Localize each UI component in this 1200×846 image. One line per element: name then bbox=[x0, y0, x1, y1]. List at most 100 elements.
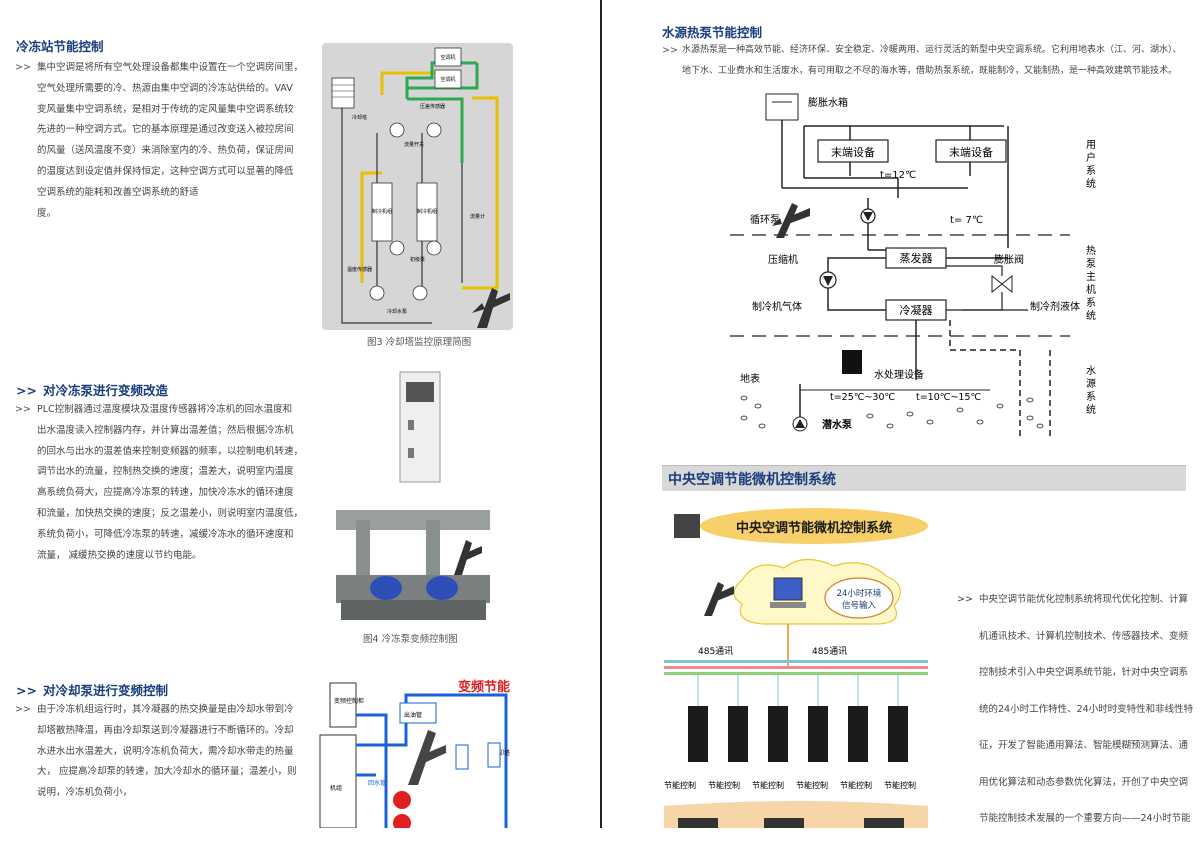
paragraph-microcomputer: >> 中央空调节能优化控制系统将现代优化控制、计算 机通讯技术、计算机控制技术、… bbox=[957, 590, 1194, 846]
condenser-label: 冷凝器 bbox=[900, 303, 933, 317]
terminal-label: 末端设备 bbox=[949, 145, 993, 159]
section-title-cooling-pump: >>对冷却泵进行变频控制 bbox=[16, 683, 168, 698]
paragraph-chiller-station: >> 集中空调是将所有空气处理设备都集中设置在一个空调房间里， 空气处理所需要的… bbox=[15, 58, 297, 224]
water-bubbles bbox=[740, 395, 1044, 429]
text-line: 的回水与出水的温差值来控制变频器的频率，以控制电机转速， bbox=[37, 445, 297, 457]
chilled-pump-photo bbox=[336, 371, 490, 620]
terminal-label: 末端设备 bbox=[831, 145, 875, 159]
ctrl-labels: 节能控制 节能控制 节能控制 节能控制 节能控制 节能控制 bbox=[664, 780, 916, 790]
side-label-char: 水 bbox=[1086, 365, 1096, 377]
side-labels: 用 户 系 统 热 泵 主 机 系 统 水 源 系 统 bbox=[1086, 140, 1096, 416]
company-logo bbox=[772, 203, 810, 238]
text-line: 变风量集中空调系统，是相对于传统的定风量集中空调系统较 bbox=[37, 103, 294, 115]
evaporator-label: 蒸发器 bbox=[900, 251, 933, 265]
controller-units bbox=[688, 706, 908, 762]
section-banner: 中央空调节能微机控制系统 bbox=[662, 465, 1186, 491]
comm-label: 485通讯 bbox=[698, 646, 733, 657]
temp-label: t= 7℃ bbox=[950, 215, 983, 226]
pipe-label: 出油管 bbox=[404, 711, 422, 719]
text-line: 先进的一种空调方式。它的基本原理是通过改变送入被控房间 bbox=[37, 124, 294, 136]
text-line: 统的24小时工作特性、24小时时变特性和非线性特 bbox=[979, 703, 1194, 715]
temp-label: t=12℃ bbox=[880, 170, 916, 181]
text-line: PLC控制器通过温度模块及温度传感器将冷冻机的回水温度和 bbox=[37, 404, 293, 415]
text-line: 征，开发了智能通用算法、智能模糊预测算法、通 bbox=[979, 740, 1189, 751]
refrig-liquid-label: 制冷剂液体 bbox=[1030, 300, 1080, 313]
text-line: 和流量，加快热交换的速度；反之温差小，则说明室内温度低， bbox=[37, 507, 297, 519]
heat-pump-diagram: 膨胀水箱 末端设备 末端设备 t=12℃ t= 7℃ 循环泵 蒸发器 压缩机 bbox=[730, 93, 1096, 438]
ac-label: 空调机 bbox=[440, 54, 455, 61]
temp-sensor-label: 温度传感器 bbox=[347, 266, 372, 273]
right-page: 水源热泵节能控制 >> 水源热泵是一种高效节能、经济环保、安全稳定、冷暖两用、运… bbox=[604, 0, 1200, 828]
surface-label: 地表 bbox=[740, 372, 760, 385]
flow-meter-label: 流量计 bbox=[470, 213, 485, 220]
ctrl-label: 节能控制 bbox=[752, 780, 784, 790]
figure-caption: 图4 冷冻泵变频控制图 bbox=[363, 634, 458, 645]
ctrl-label: 节能控制 bbox=[840, 780, 872, 790]
temp-range-label: t=10℃~15℃ bbox=[916, 392, 981, 403]
text-line: 说明，冷冻机负荷小， bbox=[37, 787, 133, 799]
sub-pump-label: 潜水泵 bbox=[822, 418, 853, 431]
bullet-arrow: >> bbox=[15, 62, 31, 73]
ac-label: 空调机 bbox=[440, 76, 455, 83]
side-label-char: 源 bbox=[1086, 377, 1096, 390]
company-logo bbox=[408, 730, 446, 785]
text-line: 出水温度读入控制器内存，并计算出温差值；然后根据冷冻机 bbox=[37, 424, 294, 436]
side-label-char: 机 bbox=[1086, 283, 1096, 296]
side-label-char: 统 bbox=[1086, 177, 1096, 190]
text-line: 系统负荷小，可降低冷冻泵的转速，减缓冷冻水的循环速度和 bbox=[37, 528, 294, 540]
text-line: 空调系统的能耗和改善空调系统的舒适 bbox=[37, 186, 199, 198]
expansion-tank-label: 膨胀水箱 bbox=[808, 96, 848, 109]
temp-range-label: t=25℃~30℃ bbox=[830, 392, 895, 403]
text-line: 用优化算法和动态参数优化算法，开创了中央空调 bbox=[979, 776, 1189, 788]
section-title-chiller-station: 冷冻站节能控制 bbox=[16, 39, 104, 54]
circ-pump-label: 循环泵 bbox=[750, 213, 780, 226]
text-line: 地下水、工业费水和生活废水，有可用取之不尽的海水等，借助热泵系统，既能制冷，又能… bbox=[682, 66, 1178, 76]
text-line: 大， 应提高冷却泵的转速，加大冷却水的循环量；温差小，则 bbox=[37, 766, 297, 778]
text-line: 水进水出水温差大，说明冷冻机负荷大，需冷却水带走的热量 bbox=[37, 745, 294, 757]
side-label-char: 系 bbox=[1086, 165, 1096, 177]
side-label-char: 统 bbox=[1086, 309, 1096, 322]
side-label-char: 系 bbox=[1086, 297, 1096, 309]
init-pump-label: 初级泵 bbox=[410, 256, 425, 263]
water-treatment-label: 水处理设备 bbox=[874, 368, 924, 381]
side-label-char: 户 bbox=[1086, 151, 1096, 164]
figure-title: 变频节能 bbox=[458, 679, 510, 695]
bullet-arrow: >> bbox=[15, 704, 31, 715]
company-logo bbox=[454, 540, 482, 575]
side-label-char: 用 bbox=[1086, 140, 1096, 151]
paragraph-cooling-pump: >> 由于冷冻机组运行时，其冷凝器的热交换量是由冷却水带到冷 却塔散热降温，再由… bbox=[15, 700, 297, 804]
text-line: 节能控制技术发展的一个重要方向——24小时节能 bbox=[979, 813, 1191, 824]
cooling-pump-label: 冷却水泵 bbox=[387, 308, 407, 315]
text-line: 空气处理所需要的冷、热源由集中空调的冷冻站供给的。VAV bbox=[37, 82, 293, 94]
tower-label: 冷却塔 bbox=[352, 114, 367, 121]
unit-label: 机组 bbox=[330, 784, 342, 792]
return-label: 回水管 bbox=[368, 779, 386, 787]
ctrl-label: 节能控制 bbox=[796, 780, 828, 790]
figure-caption: 图3 冷却塔监控原理简图 bbox=[367, 337, 472, 348]
text-line: 集中空调是将所有空气处理设备都集中设置在一个空调房间里， bbox=[37, 62, 297, 73]
compressor-label: 压缩机 bbox=[768, 253, 798, 266]
ctrl-label: 节能控制 bbox=[884, 780, 916, 790]
cooling-tower-schematic: 空调机 空调机 压差传感器 冷却塔 流量开关 制冷机组 制冷机组 初级泵 温度传… bbox=[322, 43, 513, 330]
ctrl-label: 节能控制 bbox=[664, 780, 696, 790]
figure-title: 中央空调节能微机控制系统 bbox=[736, 520, 892, 536]
expansion-valve-label: 膨胀阀 bbox=[994, 253, 1024, 266]
banner-title: 中央空调节能微机控制系统 bbox=[668, 472, 836, 488]
text-line: 控制技术引入中央空调系统节能，针对中央空调系 bbox=[979, 667, 1189, 678]
bubble-line: 信号输入 bbox=[842, 600, 877, 611]
side-label-char: 热 bbox=[1086, 244, 1096, 257]
section-title-text: 对冷却泵进行变频控制 bbox=[42, 683, 168, 698]
connection-lines bbox=[697, 675, 899, 706]
text-line: 却塔散热降温，再由冷却泵送到冷凝器进行不断循环的。冷却 bbox=[37, 724, 294, 736]
paragraph-chilled-pump: >> PLC控制器通过温度模块及温度传感器将冷冻机的回水温度和 出水温度读入控制… bbox=[15, 400, 297, 566]
cabinet-label: 变频控制柜 bbox=[334, 697, 364, 705]
paragraph-water-heat-pump: >> 水源热泵是一种高效节能、经济环保、安全稳定、冷暖两用、运行灵活的新型中央空… bbox=[662, 40, 1192, 82]
text-line: 机通讯技术、计算机控制技术、传感器技术、变频 bbox=[979, 630, 1189, 642]
section-title-chilled-pump: >>对冷冻泵进行变频改造 bbox=[16, 383, 168, 398]
side-label-char: 泵 bbox=[1086, 258, 1096, 270]
bubble-line: 24小时环境 bbox=[837, 588, 882, 599]
section-title-water-heat-pump: 水源热泵节能控制 bbox=[662, 25, 763, 40]
text-line: 中央空调节能优化控制系统将现代优化控制、计算 bbox=[979, 594, 1189, 605]
bullet-arrow: >> bbox=[662, 45, 678, 56]
tower-label: 冷却塔 bbox=[492, 749, 510, 757]
